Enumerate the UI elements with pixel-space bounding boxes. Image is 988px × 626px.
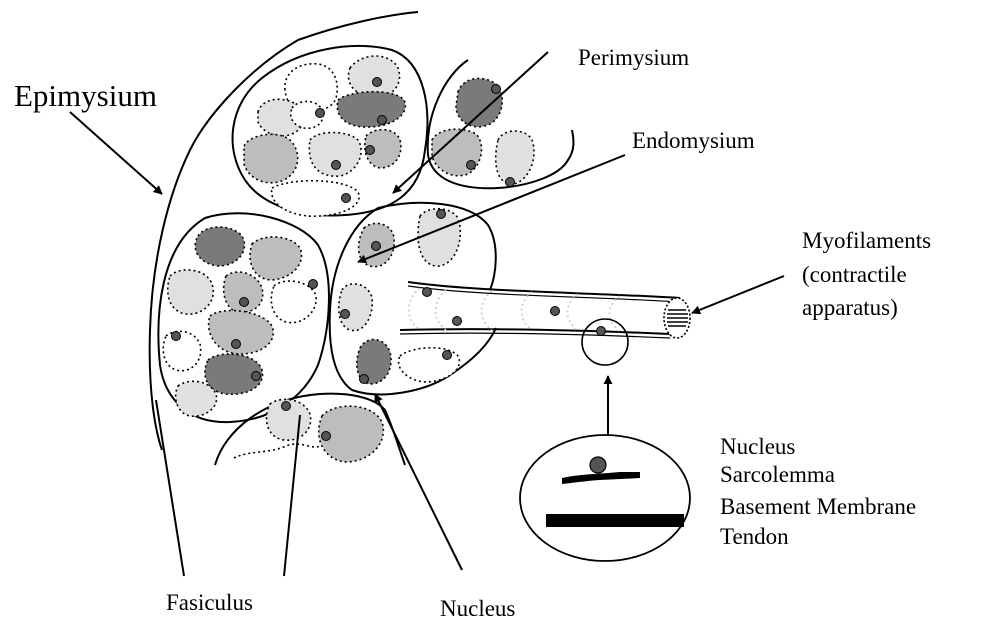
fascicle-top-right [428,60,574,188]
arrow-endomysium [358,155,625,262]
inset-sarcolemma-label: Sarcolemma [720,462,835,488]
inset-tendon-bar [546,514,684,527]
arrow-nucleus [375,394,462,570]
perimysium-label: Perimysium [578,45,689,71]
fascicle-right [330,203,496,395]
inset-basement-membrane-label: Basement Membrane [720,494,916,520]
myofilaments-label-line3: apparatus) [802,295,898,321]
myofilaments-label-line1: Myofilaments [802,228,931,254]
myofilaments-label-line2: (contractile [802,262,907,288]
fascicle-left [158,213,329,422]
inset-detail [520,435,690,561]
line-fasiculus-left [156,400,184,576]
nucleus-label: Nucleus [440,596,515,622]
inset-nucleus-dot [590,457,606,473]
epimysium-label: Epimysium [14,78,157,114]
magnify-circle [582,319,628,365]
inset-nucleus-label: Nucleus [720,434,795,460]
endomysium-label: Endomysium [632,128,755,154]
fascicle-bottom [215,394,405,465]
fascicle-top [233,46,428,216]
inset-tendon-label: Tendon [720,524,789,550]
arrow-epimysium [70,112,162,194]
fasiculus-label: Fasiculus [166,590,253,616]
arrow-myofilaments [692,276,784,313]
